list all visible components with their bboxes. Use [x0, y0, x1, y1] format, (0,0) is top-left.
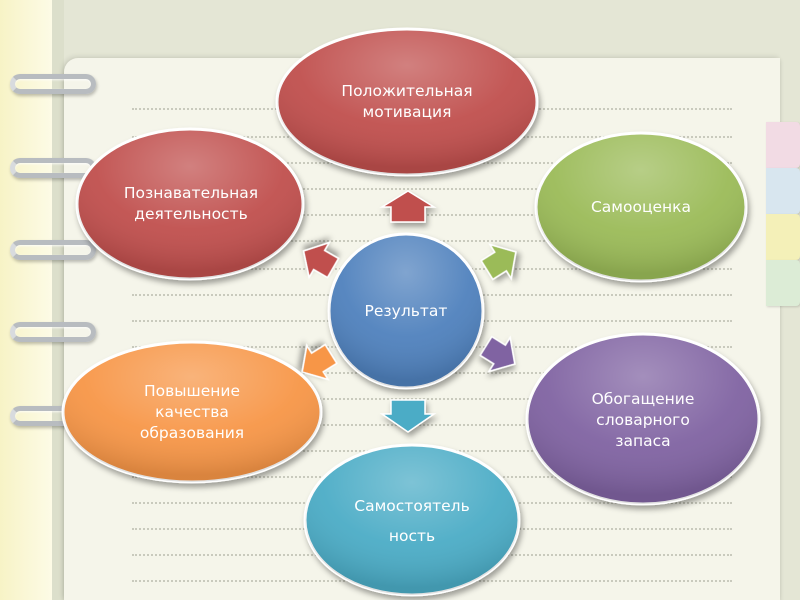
node-education-quality: [61, 340, 323, 484]
page-tab-blue[interactable]: [766, 168, 800, 214]
arrow-to-education-quality: [301, 343, 338, 381]
node-label-education-quality: Повышение качества образования: [139, 381, 245, 442]
node-self-esteem: [534, 131, 748, 283]
ruled-line: [132, 398, 732, 400]
node-label-vocabulary: Обогащение словарного запаса: [591, 389, 695, 450]
ruled-line: [132, 214, 732, 216]
page-tab-yellow[interactable]: [766, 214, 800, 260]
arrow-to-vocabulary: [479, 335, 516, 373]
arrow-to-cognitive-activity: [302, 241, 340, 280]
node-label-center: Результат: [364, 301, 448, 320]
node-independence: [303, 443, 521, 597]
node-center-result: [327, 232, 485, 390]
ruled-line: [132, 424, 732, 426]
node-label-independence: Самостоятель ность: [354, 497, 470, 545]
node-label-motivation: Положительная мотивация: [341, 82, 473, 121]
page-tab-green[interactable]: [766, 260, 800, 306]
node-cognitive-activity: [75, 127, 305, 281]
arrow-down-to-independence: [379, 399, 437, 433]
ruled-line: [132, 188, 732, 190]
binder-ring: [10, 240, 96, 260]
binder-edge-shadow: [52, 0, 64, 600]
node-label-cognitive-activity: Познавательная деятельность: [123, 184, 259, 223]
arrow-to-self-esteem: [480, 243, 517, 281]
node-vocabulary: [525, 332, 761, 506]
node-motivation: [275, 27, 539, 177]
node-label-self-esteem: Самооценка: [590, 197, 692, 216]
binder-ring: [10, 322, 96, 342]
binder-ring: [10, 74, 96, 94]
arrow-up-to-motivation: [379, 190, 437, 223]
page-tab-pink[interactable]: [766, 122, 800, 168]
